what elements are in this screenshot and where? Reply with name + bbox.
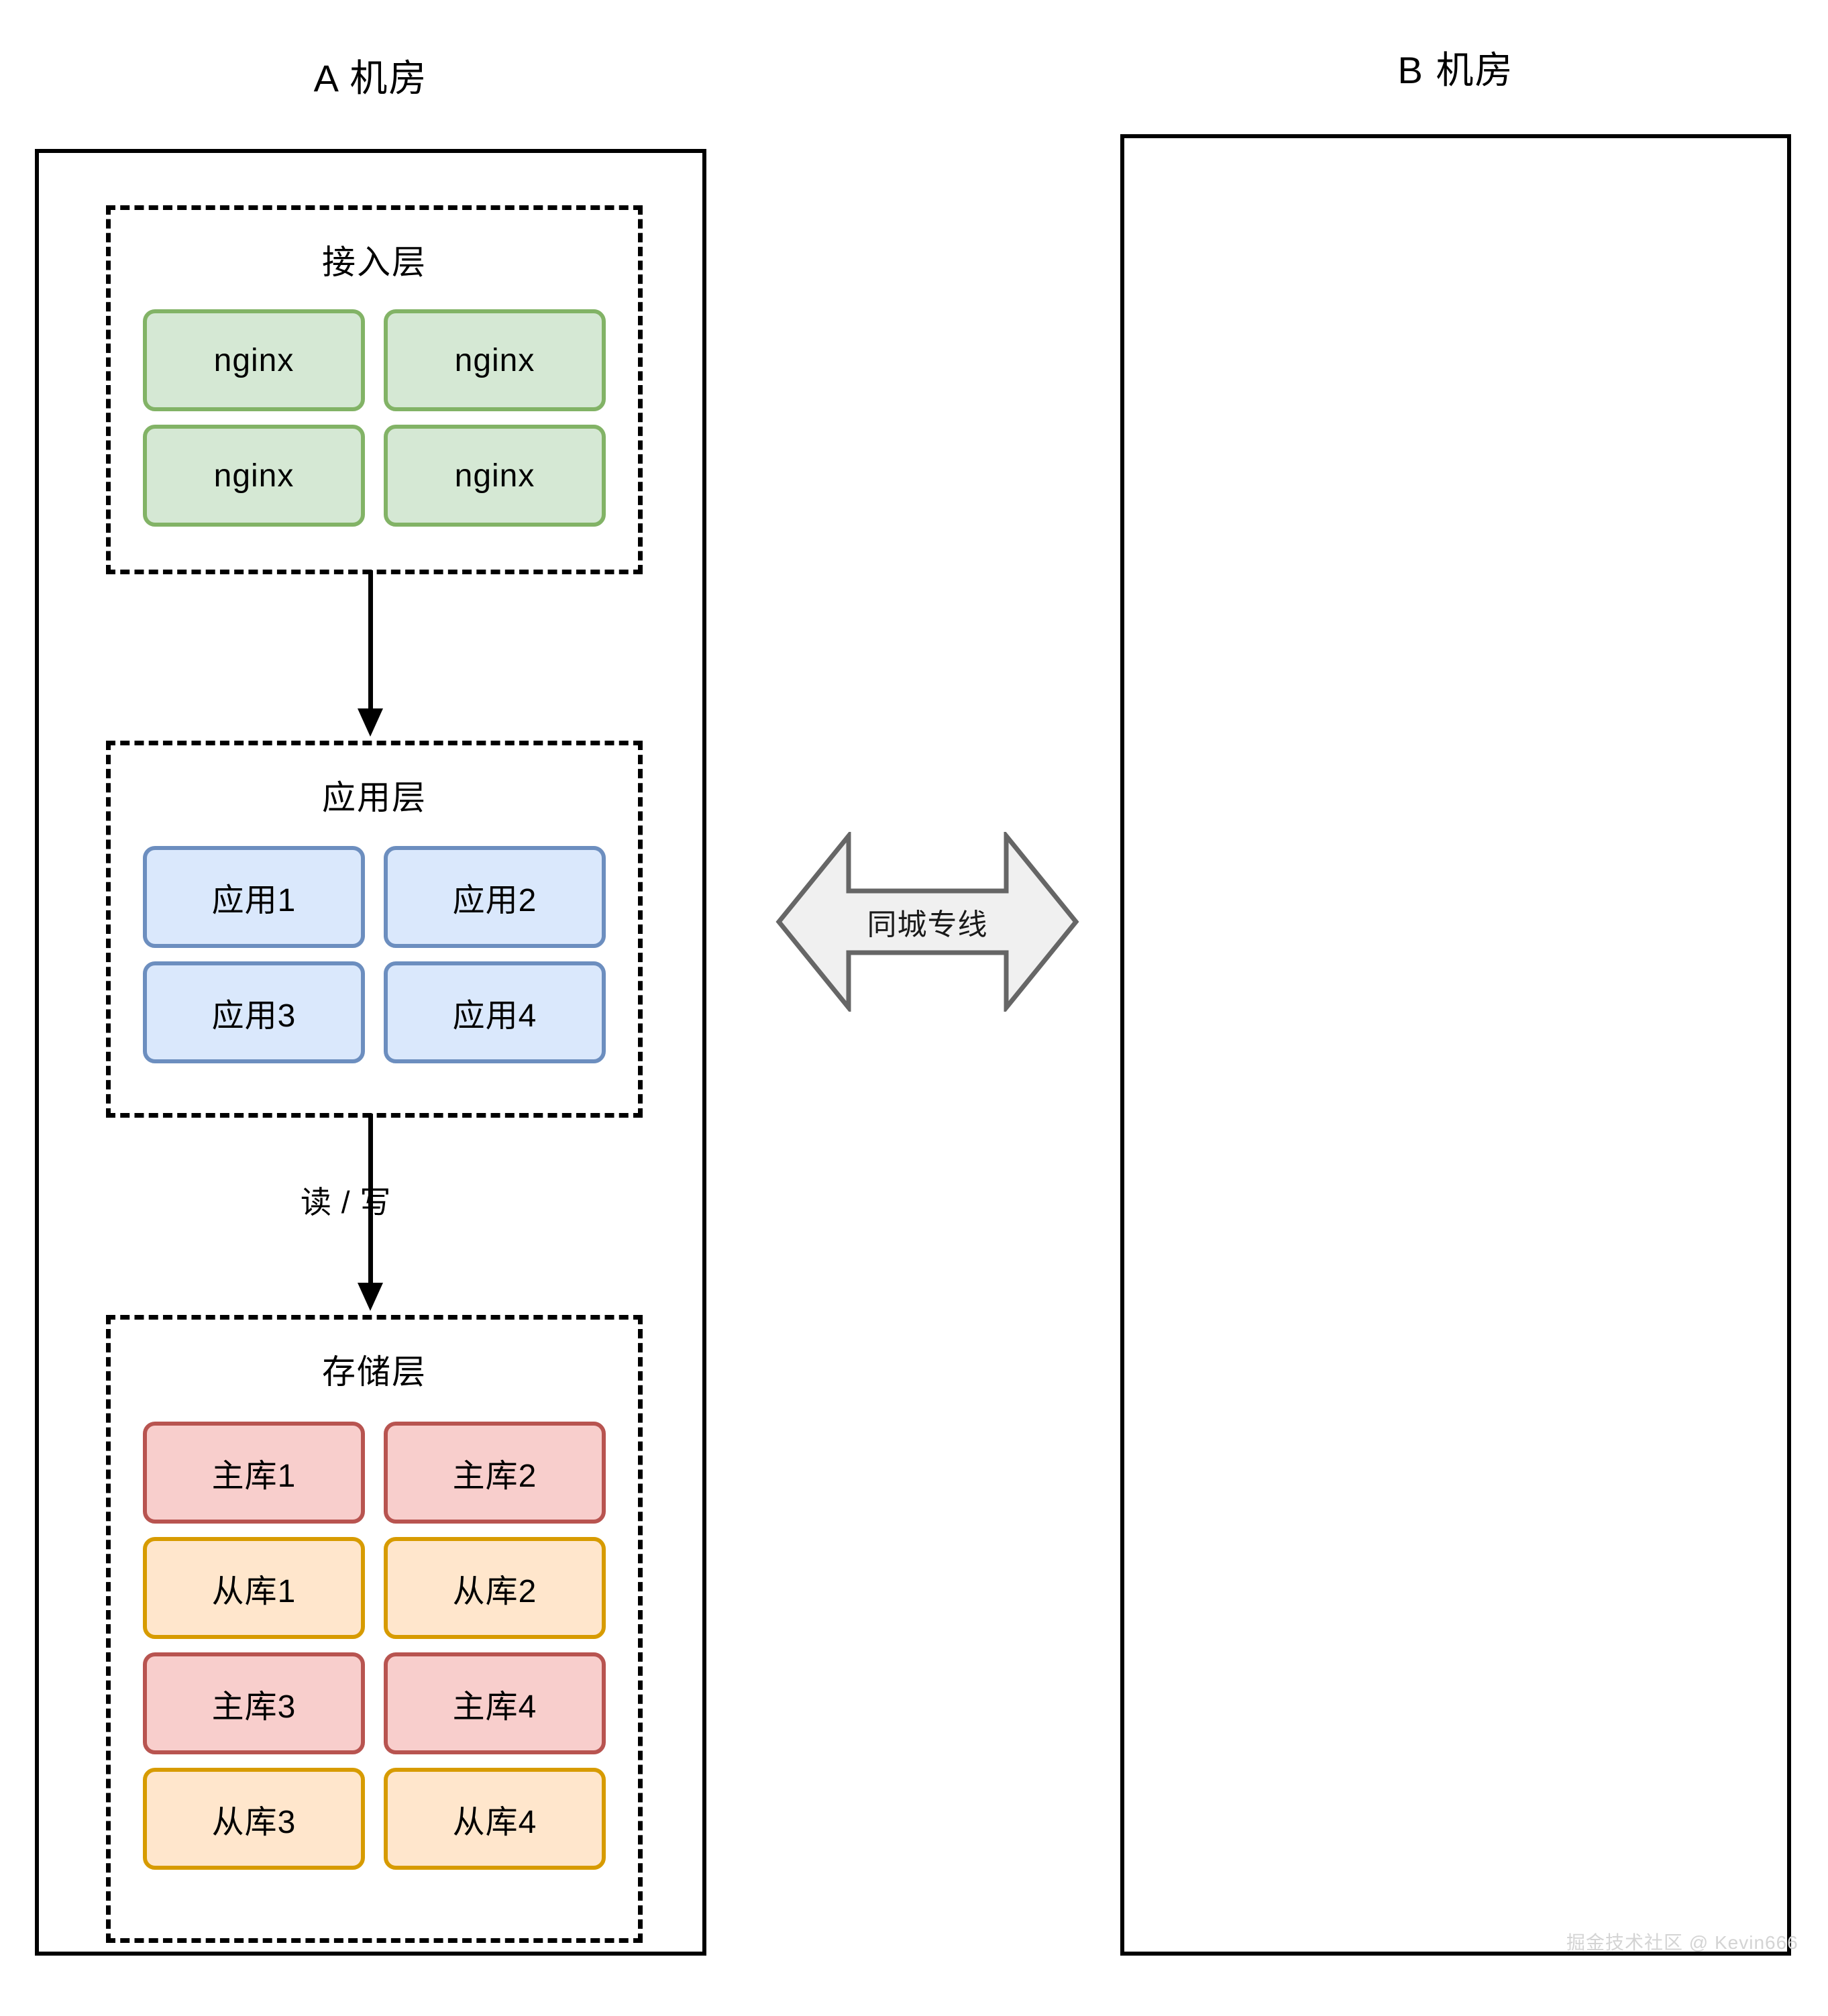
node-slave-db-1[interactable]: 从库1: [143, 1537, 365, 1639]
node-master-db-3[interactable]: 主库3: [143, 1652, 365, 1754]
storage-layer-title: 存储层: [322, 1353, 427, 1391]
application-layer-group: 应用层 应用1 应用2 应用3 应用4: [106, 741, 643, 1118]
node-slave-db-4[interactable]: 从库4: [384, 1768, 606, 1870]
node-nginx-4[interactable]: nginx: [384, 425, 606, 527]
node-slave-db-2[interactable]: 从库2: [384, 1537, 606, 1639]
datacenter-b-title: B 机房: [1397, 49, 1514, 91]
node-master-db-1[interactable]: 主库1: [143, 1422, 365, 1524]
arrow-head-down-icon: [358, 708, 383, 737]
node-app-4[interactable]: 应用4: [384, 961, 606, 1063]
read-write-label: 读 / 写: [301, 1185, 392, 1220]
node-app-1[interactable]: 应用1: [143, 846, 365, 948]
node-master-db-2[interactable]: 主库2: [384, 1422, 606, 1524]
node-master-db-4[interactable]: 主库4: [384, 1652, 606, 1754]
access-layer-title: 接入层: [322, 244, 427, 281]
datacenter-a-panel: 接入层 nginx nginx nginx nginx 应用层 应用1 应用2 …: [35, 149, 706, 1956]
same-city-dedicated-line-label: 同城专线: [867, 908, 988, 941]
application-layer-title: 应用层: [322, 779, 427, 816]
node-app-3[interactable]: 应用3: [143, 961, 365, 1063]
node-nginx-1[interactable]: nginx: [143, 309, 365, 411]
datacenter-a-title: A 机房: [313, 57, 428, 99]
storage-layer-group: 存储层 主库1 主库2 从库1 从库2 主库3 主库4 从库3 从库4: [106, 1315, 643, 1943]
datacenter-b-panel: [1120, 134, 1791, 1956]
node-app-2[interactable]: 应用2: [384, 846, 606, 948]
same-city-dedicated-line-arrow: 同城专线: [775, 832, 1080, 1012]
arrow-head-down-icon: [358, 1283, 383, 1311]
application-layer-nodes: 应用1 应用2 应用3 应用4: [143, 846, 606, 1063]
node-nginx-2[interactable]: nginx: [384, 309, 606, 411]
arrow-shaft: [368, 1114, 373, 1287]
arrow-shaft: [368, 570, 373, 712]
access-layer-group: 接入层 nginx nginx nginx nginx: [106, 205, 643, 574]
storage-layer-nodes: 主库1 主库2 从库1 从库2 主库3 主库4 从库3 从库4: [143, 1422, 606, 1870]
double-arrow-icon: [775, 832, 1079, 1012]
node-slave-db-3[interactable]: 从库3: [143, 1768, 365, 1870]
watermark-text: 掘金技术社区 @ Kevin666: [1566, 1932, 1798, 1953]
node-nginx-3[interactable]: nginx: [143, 425, 365, 527]
access-layer-nodes: nginx nginx nginx nginx: [143, 309, 606, 527]
